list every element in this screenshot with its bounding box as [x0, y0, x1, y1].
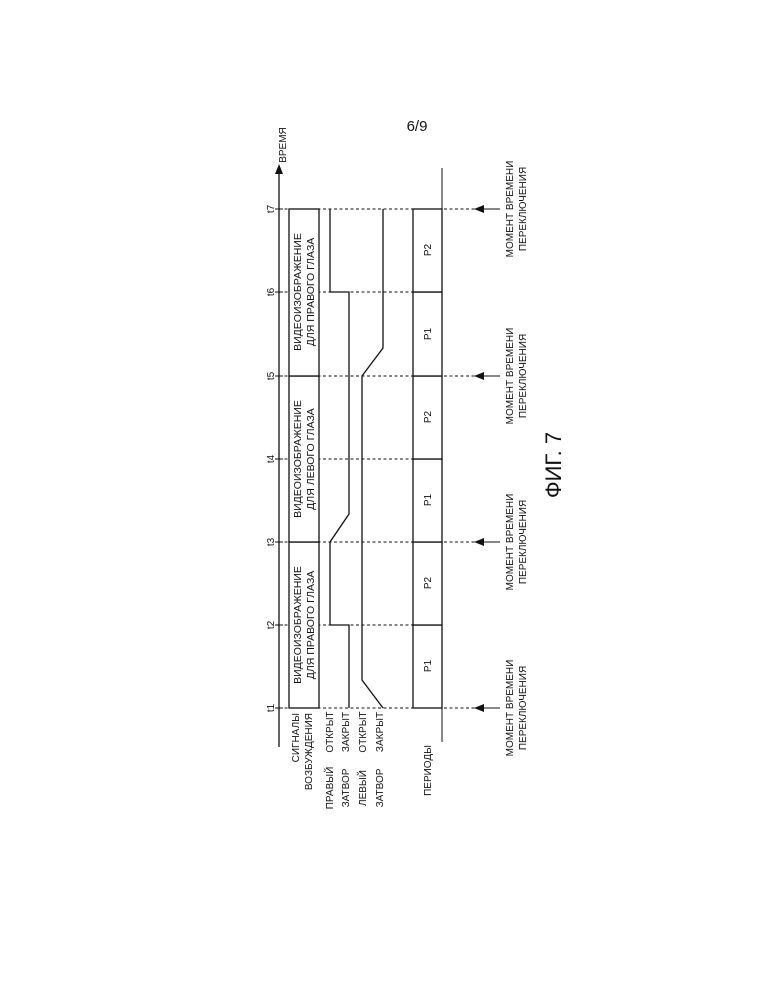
period-label-2: P2 — [423, 576, 434, 589]
video-block-2-line1: ВИДЕОИЗОБРАЖЕНИЕ — [292, 400, 304, 518]
switch-label-4-line2: ПЕРЕКЛЮЧЕНИЯ — [518, 167, 529, 251]
figure-label: ФИГ. 7 — [541, 432, 566, 498]
time-axis-label: ВРЕМЯ — [278, 127, 289, 163]
period-label-6: P2 — [423, 243, 434, 256]
period-label-3: P1 — [423, 493, 434, 506]
time-mark-t7: t7 — [266, 204, 277, 213]
time-mark-t6: t6 — [266, 287, 277, 296]
switch-label-3-line1: МОМЕНТ ВРЕМЕНИ — [505, 328, 516, 425]
periods-label: ПЕРИОДЫ — [423, 745, 434, 796]
left-shutter-closed-label: ЗАКРЫТ — [375, 712, 386, 752]
right-shutter-label-2: ЗАТВОР — [341, 768, 352, 807]
video-block-1-line2: ДЛЯ ПРАВОГО ГЛАЗА — [305, 571, 317, 680]
right-shutter-closed-label: ЗАКРЫТ — [341, 712, 352, 752]
right-shutter-label-1: ПРАВЫЙ — [323, 767, 336, 810]
video-block-1-line1: ВИДЕОИЗОБРАЖЕНИЕ — [292, 566, 304, 684]
time-mark-t5: t5 — [266, 371, 277, 380]
left-shutter-open-label: ОТКРЫТ — [358, 711, 369, 752]
switch-label-3-line2: ПЕРЕКЛЮЧЕНИЯ — [518, 334, 529, 418]
period-blocks — [413, 209, 442, 708]
video-block-2-line2: ДЛЯ ЛЕВОГО ГЛАЗА — [305, 408, 317, 510]
page-number: 6/9 — [407, 118, 428, 135]
drive-signals-label-1: СИГНАЛЫ — [291, 713, 302, 762]
left-shutter-label-2: ЗАТВОР — [375, 768, 386, 807]
period-label-5: P1 — [423, 327, 434, 340]
video-block-labels: ВИДЕОИЗОБРАЖЕНИЕ ДЛЯ ПРАВОГО ГЛАЗА ВИДЕО… — [292, 233, 317, 684]
time-mark-t3: t3 — [266, 537, 277, 546]
period-label-4: P2 — [423, 410, 434, 423]
time-mark-t4: t4 — [266, 454, 277, 463]
right-shutter-open-label: ОТКРЫТ — [325, 711, 336, 752]
switch-label-2-line2: ПЕРЕКЛЮЧЕНИЯ — [518, 500, 529, 584]
switch-label-1-line1: МОМЕНТ ВРЕМЕНИ — [505, 660, 516, 757]
time-mark-t2: t2 — [266, 620, 277, 629]
drive-signals-label-2: ВОЗБУЖДЕНИЯ — [304, 713, 315, 790]
switch-label-1-line2: ПЕРЕКЛЮЧЕНИЯ — [518, 666, 529, 750]
video-block-3-line1: ВИДЕОИЗОБРАЖЕНИЕ — [292, 233, 304, 351]
video-block-3-line2: ДЛЯ ПРАВОГО ГЛАЗА — [305, 238, 317, 347]
time-mark-t1: t1 — [266, 703, 277, 712]
left-shutter-label-1: ЛЕВЫЙ — [356, 770, 369, 806]
switch-label-2-line1: МОМЕНТ ВРЕМЕНИ — [505, 494, 516, 591]
period-label-1: P1 — [423, 659, 434, 672]
switch-label-4-line1: МОМЕНТ ВРЕМЕНИ — [505, 161, 516, 258]
